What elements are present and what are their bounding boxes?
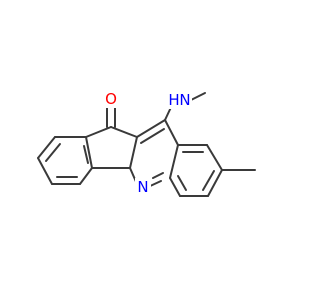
benzene-right-bond-3 — [207, 169, 223, 197]
amine-hydrogen-label: H — [168, 91, 179, 109]
oxygen-atom-label: O — [105, 90, 117, 108]
ring5-bond-b — [110, 126, 138, 138]
benzene-left-bond-2b — [45, 143, 61, 162]
pyridine-bond-1 — [136, 119, 166, 138]
ring5-bond-e — [85, 136, 93, 169]
benzene-left-bond-3 — [37, 157, 53, 185]
bond-group — [37, 92, 256, 197]
pyridine-bond-1b — [140, 128, 165, 144]
ring5-bond-a — [85, 126, 112, 138]
benzene-right-bond-3b — [202, 170, 215, 191]
ring-nitrogen-label-bg — [135, 178, 151, 196]
molecule-structure-diagram: O H N N — [37, 90, 256, 197]
amine-label-bg — [166, 91, 192, 109]
amine-nitrogen-label: N — [179, 91, 190, 109]
pyridine-bond-4b — [152, 172, 164, 179]
benzene-right-bond-5b — [177, 175, 187, 191]
pyridine-bond-3 — [169, 144, 179, 179]
benzene-right-bond-2 — [206, 144, 223, 171]
benzene-left-bond-5 — [79, 167, 93, 185]
oxygen-label-bg — [103, 90, 119, 108]
ring-nitrogen-label: N — [137, 178, 148, 196]
benzene-right-bond-5 — [169, 177, 181, 197]
benzene-left-bond-2 — [37, 136, 56, 159]
benzene-left-bond-6b — [83, 145, 89, 164]
atom-label-group: O H N N — [103, 90, 192, 196]
ring5-bond-c — [129, 136, 138, 169]
pyridine-bond-2 — [164, 119, 179, 146]
